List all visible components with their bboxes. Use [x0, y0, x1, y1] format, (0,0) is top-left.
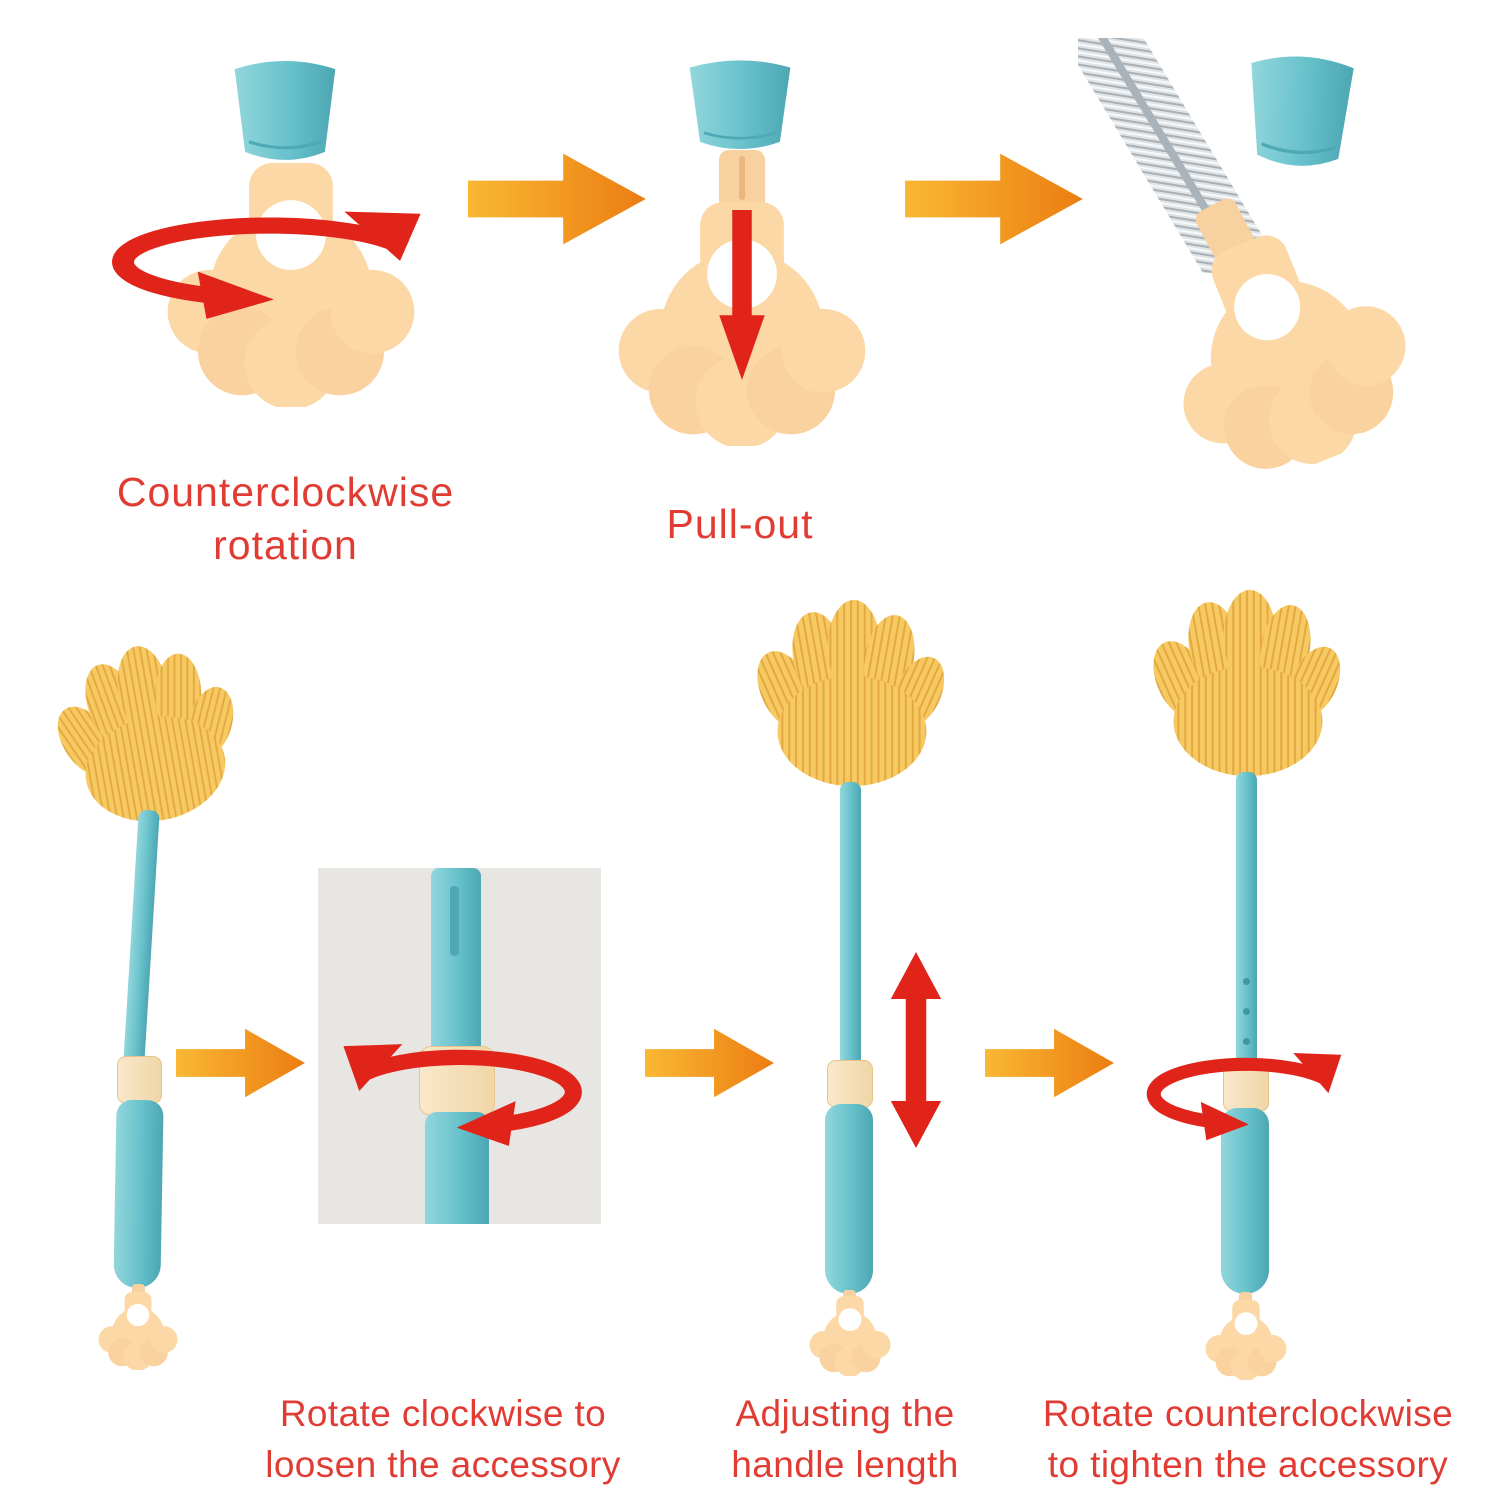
caption-tighten-accessory: Rotate counterclockwise to tighten the a…	[1023, 1388, 1473, 1490]
adjuster-collar	[117, 1056, 162, 1104]
caption-line-2: to tighten the accessory	[1047, 1444, 1449, 1486]
teal-handle-end	[683, 55, 797, 159]
next-step-arrow-icon	[176, 1026, 308, 1100]
zoom-inset	[318, 868, 601, 1224]
brush-head-paw	[752, 596, 948, 792]
caption-adjust-length: Adjusting the handle length	[700, 1388, 990, 1490]
paw-teether-end	[97, 1292, 179, 1370]
caption-pull-out: Pull-out	[610, 498, 870, 551]
brush-handle	[113, 1099, 164, 1289]
stem-notch	[450, 886, 459, 956]
brush-head-paw	[1148, 586, 1344, 782]
caption-line-1: Rotate counterclockwise	[1042, 1393, 1454, 1434]
adjustment-hole	[1243, 1038, 1250, 1045]
caption-line-2: loosen the accessory	[265, 1444, 621, 1486]
brush-handle	[825, 1104, 873, 1294]
brush-stem	[840, 782, 861, 1066]
brush-stem	[1236, 772, 1257, 1072]
length-adjust-arrow-icon	[888, 952, 944, 1148]
brush-handle	[1221, 1108, 1269, 1294]
adjustment-hole	[1243, 1008, 1250, 1015]
adjustment-hole	[1243, 978, 1250, 985]
next-step-arrow-icon	[645, 1026, 777, 1100]
clockwise-rotation-arrow-icon	[323, 1036, 595, 1148]
pull-down-arrow-icon	[716, 210, 768, 382]
caption-line-2: handle length	[731, 1444, 959, 1486]
caption-line-2: rotation	[213, 522, 358, 569]
caption-loosen-accessory: Rotate clockwise to loosen the accessory	[248, 1388, 638, 1490]
teal-handle-end	[228, 55, 342, 171]
teal-handle-end	[1239, 47, 1362, 181]
next-step-arrow-icon	[905, 150, 1087, 248]
caption-line-1: Counterclockwise	[116, 469, 455, 515]
paw-teether-end	[1204, 1300, 1288, 1380]
caption-counterclockwise-rotation: Counterclockwise rotation	[58, 466, 513, 573]
paw-teether-end	[808, 1296, 892, 1376]
caption-line-1: Rotate clockwise to	[279, 1393, 607, 1434]
counterclockwise-rotation-arrow-icon	[95, 203, 447, 321]
next-step-arrow-icon	[985, 1026, 1117, 1100]
counterclockwise-rotation-arrow-icon	[1136, 1046, 1358, 1142]
caption-line-1: Adjusting the	[735, 1393, 955, 1434]
plug-slot	[739, 156, 745, 200]
adjuster-collar	[827, 1060, 873, 1108]
brush-stem	[123, 809, 160, 1066]
caption-line-1: Pull-out	[666, 501, 814, 547]
